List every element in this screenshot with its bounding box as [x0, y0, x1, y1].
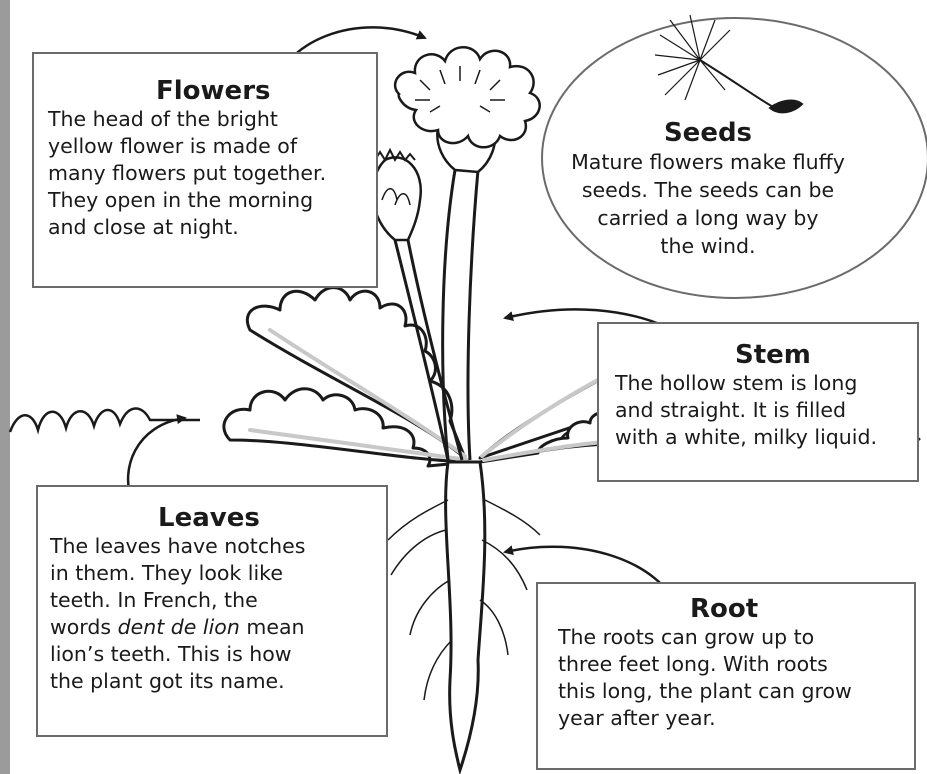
root-title: Root	[690, 594, 914, 624]
flowers-label-box: Flowers The head of the bright yellow fl…	[32, 52, 378, 288]
leaves-line-prefix: words	[50, 615, 118, 639]
leaves-line: in them. They look like	[50, 560, 386, 587]
seeds-title: Seeds	[558, 118, 858, 148]
leaves-line: the plant got its name.	[50, 668, 386, 695]
stem-title: Stem	[735, 340, 917, 370]
seeds-label: Seeds Mature flowers make fluffy seeds. …	[558, 118, 858, 260]
leaves-line: teeth. In French, the	[50, 587, 386, 614]
leaves-line-suffix: mean	[240, 615, 305, 639]
flower-head	[395, 47, 540, 172]
taproot	[446, 462, 485, 770]
flowers-title: Flowers	[156, 76, 376, 106]
leaves-title: Leaves	[158, 503, 386, 533]
leaves-line: lion’s teeth. This is how	[50, 641, 386, 668]
root-label-box: Root The roots can grow up to three feet…	[536, 582, 916, 770]
flower-bud	[373, 150, 421, 240]
leaves-line: The leaves have notches	[50, 533, 386, 560]
flower-petals	[395, 47, 540, 147]
leaves-line: words dent de lion mean	[50, 614, 386, 641]
leaves-label-box: Leaves The leaves have notches in them. …	[36, 485, 388, 737]
flowers-description: The head of the bright yellow flower is …	[48, 106, 376, 241]
leaves-description: The leaves have notches in them. They lo…	[50, 533, 386, 695]
root-description: The roots can grow up to three feet long…	[558, 624, 914, 732]
seeds-description: Mature flowers make fluffy seeds. The se…	[558, 148, 858, 260]
stem-description: The hollow stem is long and straight. It…	[615, 370, 917, 451]
french-phrase: dent de lion	[118, 615, 240, 639]
stem-label-box: Stem The hollow stem is long and straigh…	[597, 322, 919, 482]
